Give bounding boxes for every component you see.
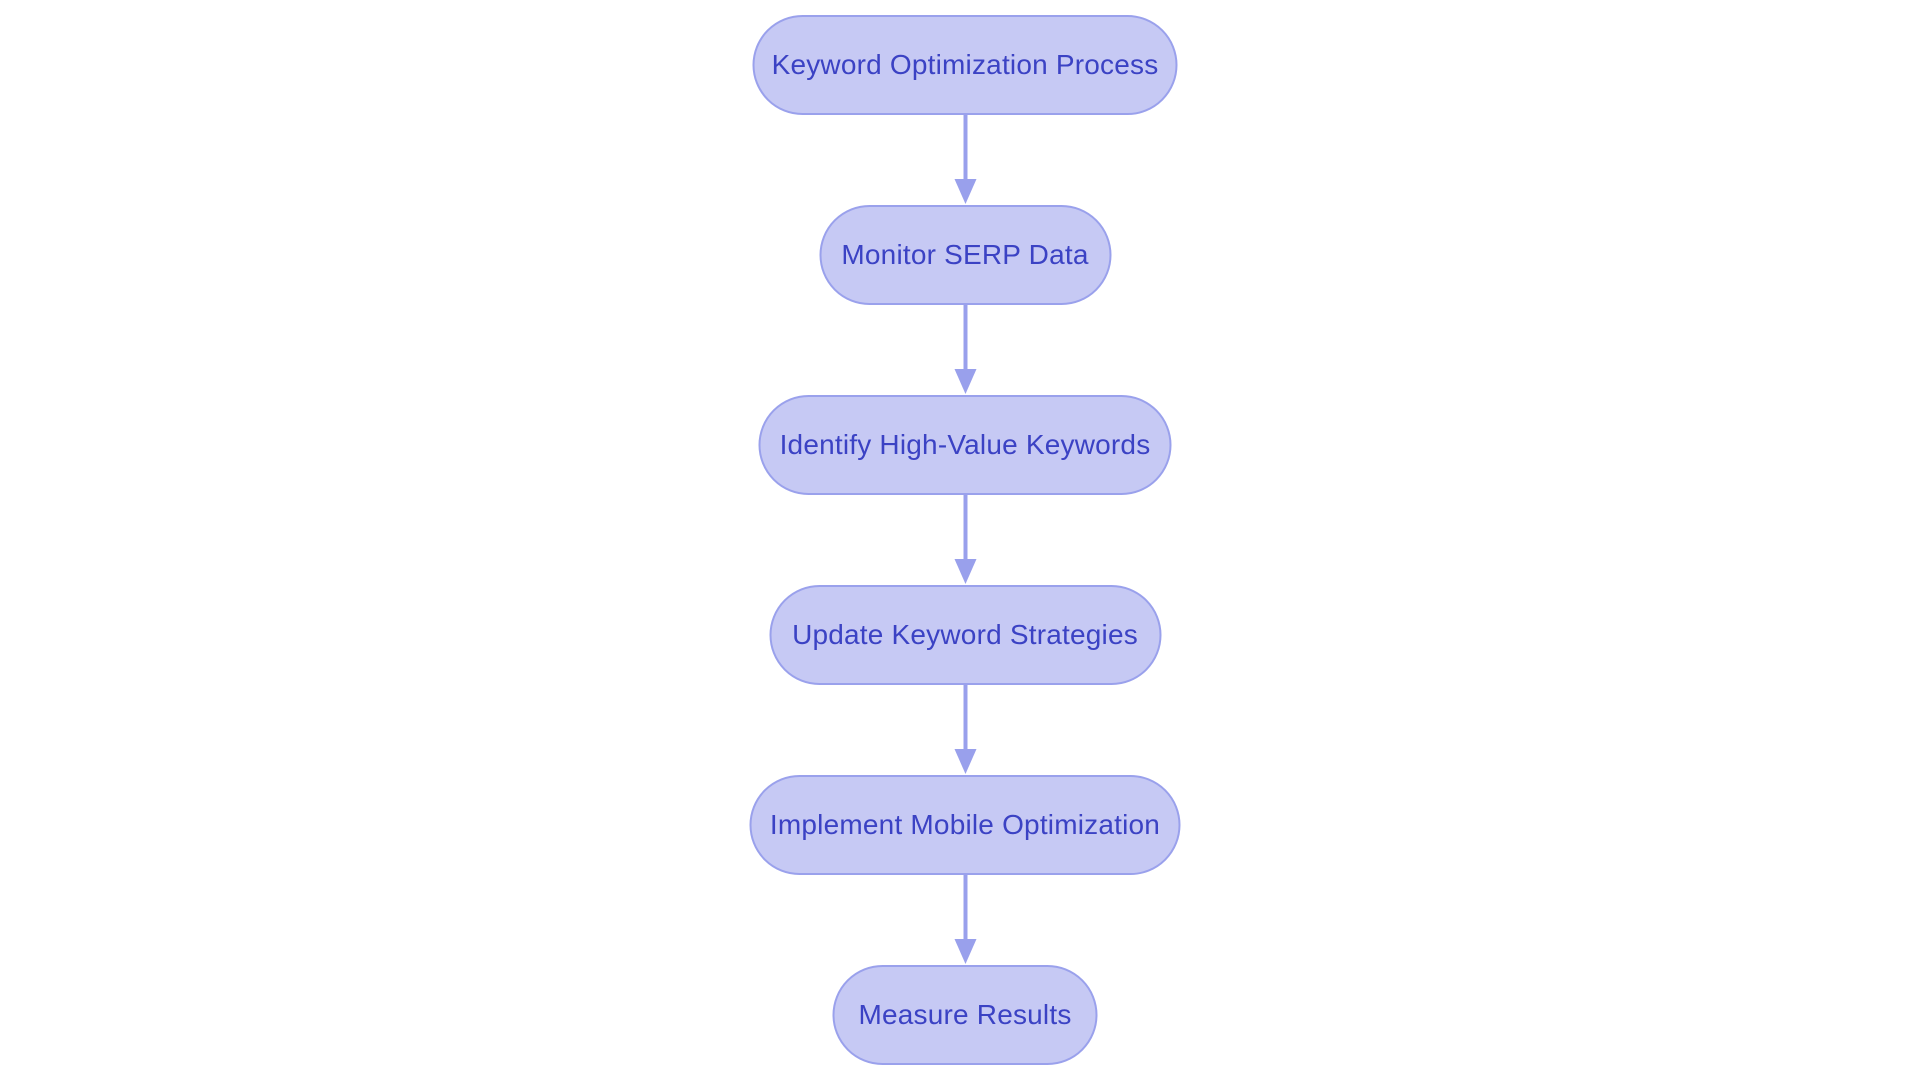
- flow-node-keyword-optimization-process: Keyword Optimization Process: [752, 15, 1178, 115]
- flow-node-label: Keyword Optimization Process: [771, 49, 1159, 80]
- arrow-down-icon: [954, 685, 976, 774]
- flow-node-update-keyword-strategies: Update Keyword Strategies: [769, 585, 1161, 685]
- flow-node-identify-high-value-keywords: Identify High-Value Keywords: [758, 395, 1172, 495]
- flow-node-monitor-serp-data: Monitor SERP Data: [819, 205, 1111, 305]
- flow-node-measure-results: Measure Results: [832, 965, 1098, 1065]
- arrow-down-icon: [954, 115, 976, 204]
- flow-node-label: Update Keyword Strategies: [792, 619, 1138, 650]
- arrow-down-icon: [954, 495, 976, 584]
- arrow-down-icon: [954, 875, 976, 964]
- flow-node-label: Identify High-Value Keywords: [779, 429, 1151, 460]
- arrow-down-icon: [954, 305, 976, 394]
- flow-node-label: Implement Mobile Optimization: [769, 809, 1161, 840]
- flowchart: Keyword Optimization Process Monitor SER…: [749, 15, 1181, 1065]
- flow-node-label: Monitor SERP Data: [841, 239, 1089, 270]
- flow-node-implement-mobile-optimization: Implement Mobile Optimization: [749, 775, 1181, 875]
- flow-node-label: Measure Results: [858, 999, 1072, 1030]
